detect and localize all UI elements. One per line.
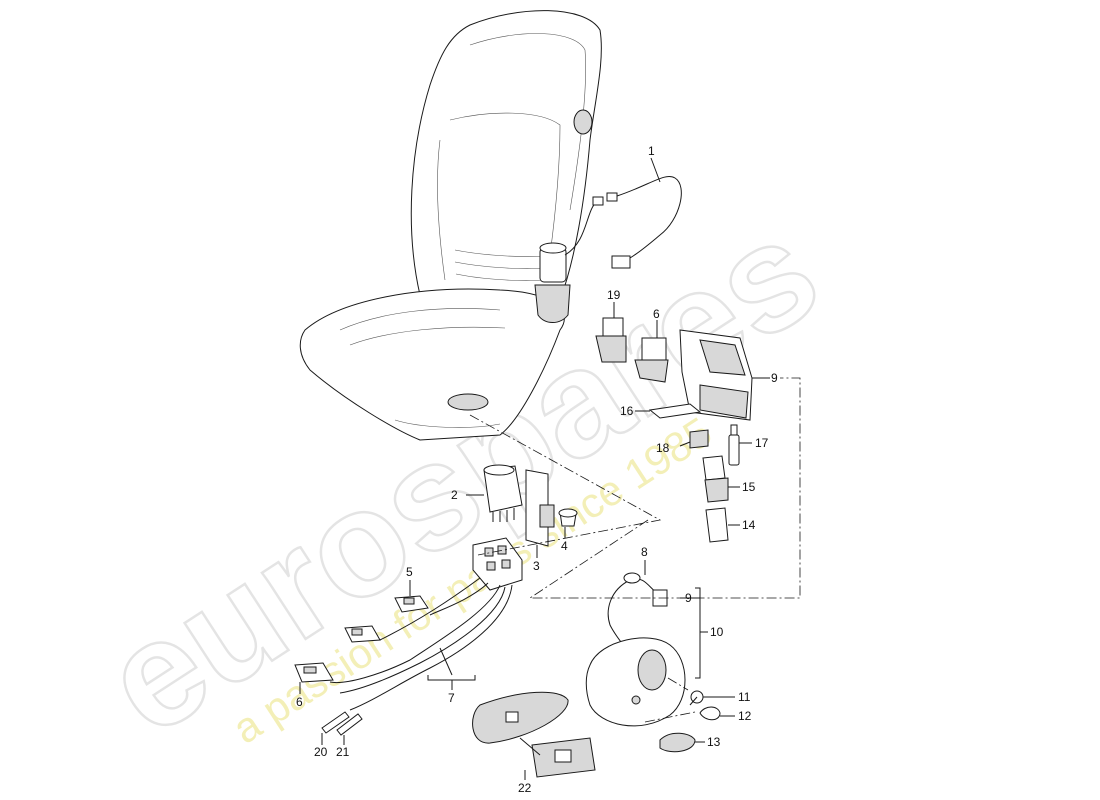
part-6-connector-left bbox=[294, 662, 334, 694]
part-14-housing bbox=[705, 507, 740, 543]
callout-16: 16 bbox=[620, 404, 634, 418]
part-16-bracket bbox=[635, 403, 702, 419]
callout-3: 3 bbox=[533, 559, 540, 573]
callout-11: 11 bbox=[738, 690, 751, 704]
callout-18: 18 bbox=[656, 441, 670, 455]
part-9-control-unit bbox=[679, 329, 770, 421]
part-15-connector bbox=[702, 455, 740, 503]
part-17-pin bbox=[728, 424, 752, 466]
callout-22: 22 bbox=[518, 781, 532, 795]
part-6-relay bbox=[634, 320, 669, 383]
part-18-pad bbox=[679, 429, 709, 449]
parts-20-21-pins bbox=[321, 711, 363, 745]
callout-5: 5 bbox=[406, 565, 413, 579]
part-4-clip bbox=[558, 508, 578, 538]
seat-illustration bbox=[299, 10, 602, 441]
callout-19: 19 bbox=[607, 288, 621, 302]
callout-13: 13 bbox=[707, 735, 721, 749]
callout-10: 10 bbox=[710, 625, 724, 639]
part-19-relay bbox=[595, 302, 627, 363]
callout-15: 15 bbox=[742, 480, 756, 494]
parts-11-12-13 bbox=[659, 690, 735, 753]
callout-4: 4 bbox=[561, 539, 568, 553]
callout-7: 7 bbox=[448, 691, 455, 705]
callout-9-unit: 9 bbox=[771, 371, 778, 385]
part-22-switch bbox=[472, 691, 596, 780]
callout-2: 2 bbox=[451, 488, 458, 502]
callout-6-relay: 6 bbox=[653, 307, 660, 321]
callout-1: 1 bbox=[648, 144, 655, 158]
callout-9-harness: 9 bbox=[685, 591, 692, 605]
part-5-connectors bbox=[344, 580, 429, 643]
part-1-cable bbox=[564, 157, 682, 269]
callout-14: 14 bbox=[742, 518, 756, 532]
leader-lines bbox=[469, 377, 801, 723]
callout-21: 21 bbox=[336, 745, 350, 759]
callout-12: 12 bbox=[738, 709, 752, 723]
relay-socket bbox=[472, 537, 523, 591]
callout-20: 20 bbox=[314, 745, 328, 759]
callout-8: 8 bbox=[641, 545, 648, 559]
part-2-relay bbox=[466, 464, 523, 522]
callout-labels: 1 2 3 4 5 6 6 7 8 9 9 10 11 12 13 14 15 … bbox=[296, 144, 778, 795]
part-10-switch-panel bbox=[585, 560, 686, 727]
part-3-bracket bbox=[525, 469, 555, 558]
part-7-wiring-harness bbox=[329, 577, 513, 711]
callout-6-connector: 6 bbox=[296, 695, 303, 709]
callout-17: 17 bbox=[755, 436, 769, 450]
